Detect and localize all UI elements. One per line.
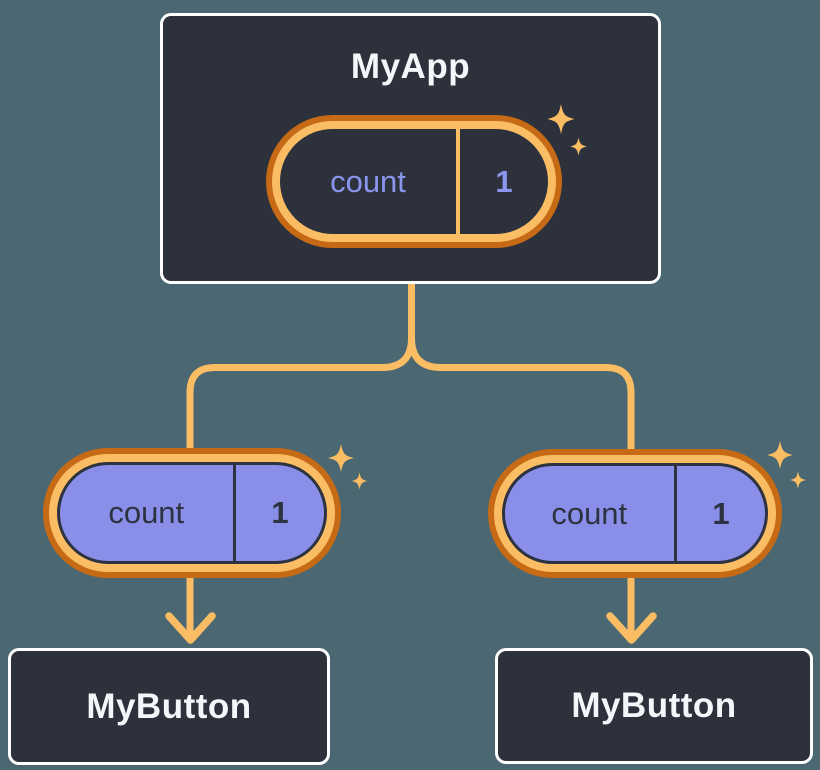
component-title-myapp: MyApp [350, 47, 471, 86]
pill-divider [232, 465, 236, 561]
state-label: count [551, 495, 628, 531]
component-title-mybutton-right: MyButton [571, 686, 737, 725]
pill-divider [456, 129, 460, 234]
component-node-myapp: MyApp count 1 [160, 13, 661, 284]
sparkle-icon [547, 104, 575, 134]
state-label: count [330, 163, 406, 199]
arrowhead-left-icon [165, 612, 216, 644]
component-node-mybutton-right: MyButton [495, 648, 813, 764]
sparkle-icon [790, 471, 806, 489]
state-pill-root: count 1 [280, 129, 548, 234]
state-value: 1 [495, 163, 513, 199]
component-node-mybutton-left: MyButton [8, 648, 330, 765]
sparkle-icon [767, 441, 793, 469]
state-value: 1 [271, 495, 289, 530]
connector-right-branch [408, 280, 635, 642]
state-value: 1 [712, 495, 730, 531]
component-title-mybutton-left: MyButton [86, 686, 252, 726]
arrowhead-right-icon [606, 612, 657, 644]
state-pill-right: count 1 [502, 463, 768, 564]
pill-divider [673, 466, 677, 561]
sparkle-icon [328, 444, 354, 472]
state-label: count [108, 495, 185, 530]
state-pill-left: count 1 [57, 462, 327, 564]
sparkle-icon [570, 137, 587, 156]
sparkle-icon [351, 472, 368, 490]
